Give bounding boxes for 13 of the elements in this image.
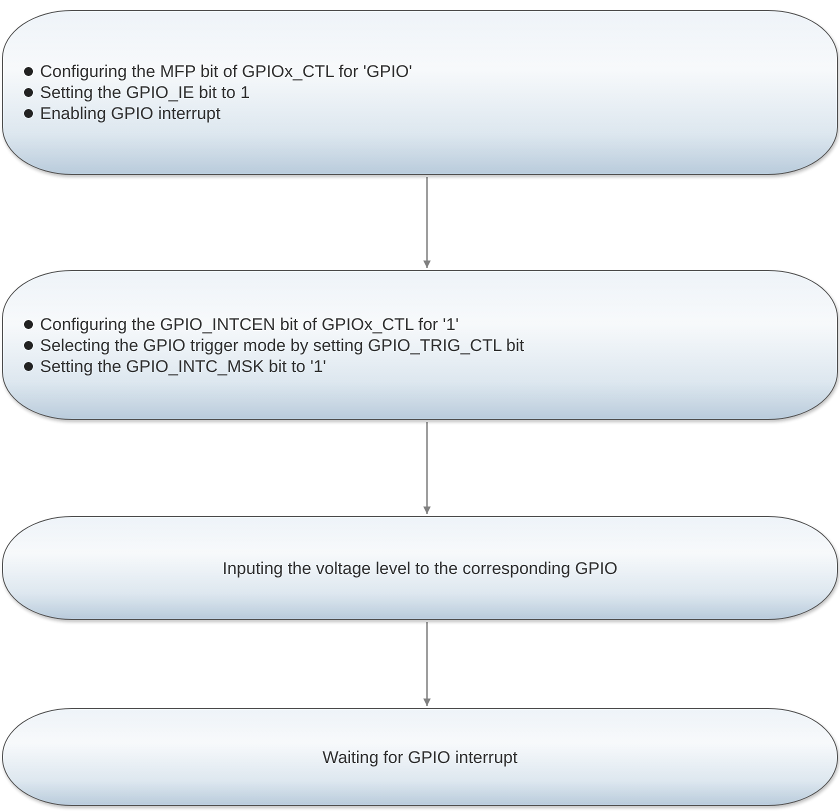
arrow	[423, 422, 431, 514]
bullet-item: Configuring the MFP bit of GPIOx_CTL for 'GPIO'	[23, 61, 412, 82]
rounded-process-box	[2, 10, 838, 175]
arrow	[423, 177, 431, 268]
step-text: Inputing the voltage level to the corresponding GPIO	[222, 558, 618, 578]
step-text: Waiting for GPIO interrupt	[322, 746, 518, 768]
arrow	[423, 622, 431, 706]
bullet-item: Setting the GPIO_INTC_MSK bit to '1'	[23, 356, 326, 376]
bullet-item: Setting the GPIO_IE bit to 1	[23, 82, 250, 103]
bullet-item: Selecting the GPIO trigger mode by setting GPIO_TRIG_CTL bit	[23, 334, 524, 356]
bullet-item: Enabling GPIO interrupt	[23, 103, 220, 124]
bullet-item: Configuring the GPIO_INTCEN bit of GPIOx_CTL for '1'	[23, 314, 459, 334]
rounded-process-box	[2, 270, 838, 420]
